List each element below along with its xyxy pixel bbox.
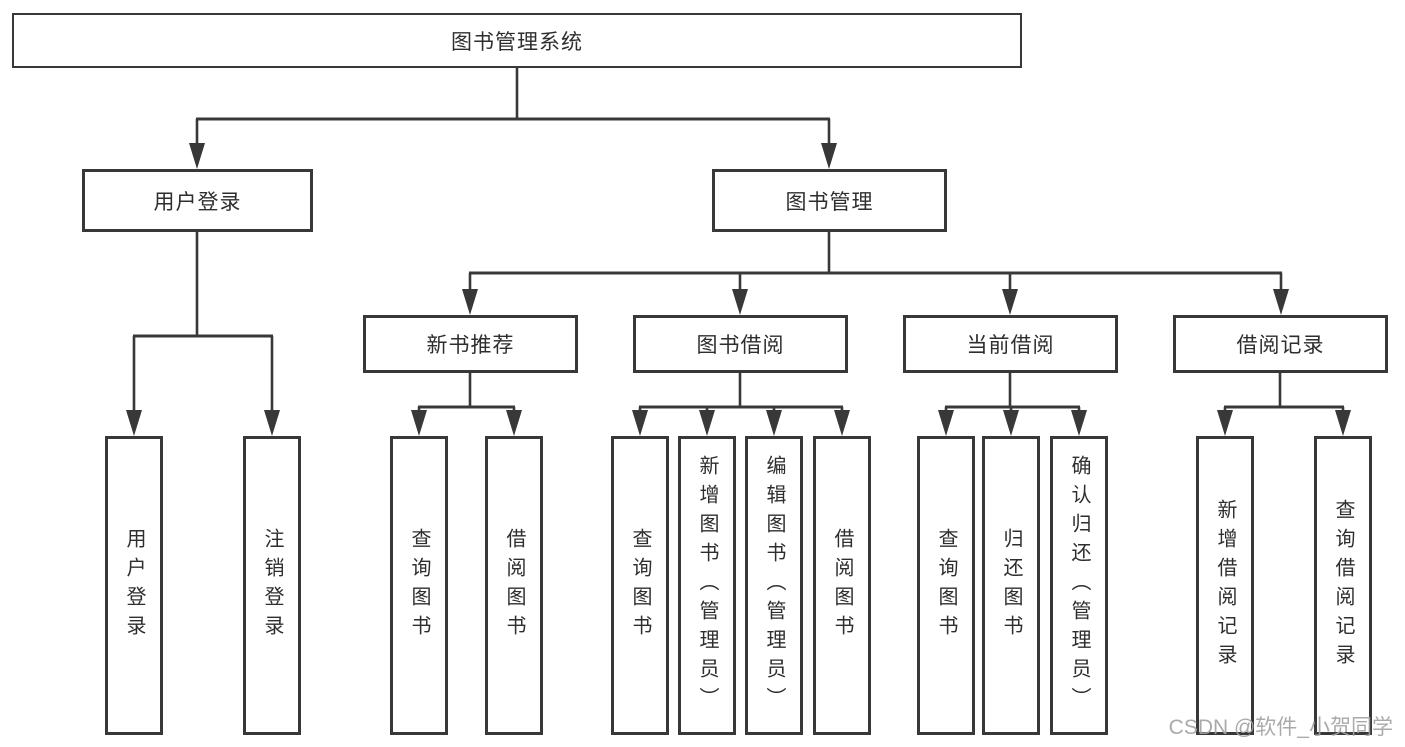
node-current-borrowing: 当前借阅 [903, 315, 1118, 373]
node-label: 借阅图书 [831, 527, 853, 644]
leaf-current-return-books: 归还图书 [982, 436, 1040, 735]
leaf-current-query-books: 查询图书 [917, 436, 975, 735]
node-label: 查询借阅记录 [1332, 498, 1354, 673]
leaf-borrow-add-books-admin: 新增图书（管理员） [678, 436, 736, 735]
node-label: 图书管理系统 [451, 30, 583, 54]
node-label: 新增图书（管理员） [696, 455, 718, 716]
leaf-recommend-query-books: 查询图书 [390, 436, 448, 735]
node-label: 用户登录 [153, 190, 242, 214]
node-new-book-recommend: 新书推荐 [363, 315, 578, 373]
node-label: 注销登录 [261, 527, 283, 644]
node-label: 图书借阅 [696, 334, 785, 357]
leaf-current-confirm-return-admin: 确认归还（管理员） [1050, 436, 1108, 735]
leaf-user-login: 用户登录 [105, 436, 163, 735]
node-label: 查询图书 [935, 527, 957, 644]
node-label: 查询图书 [408, 527, 430, 644]
leaf-borrow-edit-books-admin: 编辑图书（管理员） [745, 436, 803, 735]
node-label: 确认归还（管理员） [1068, 455, 1090, 716]
node-book-management: 图书管理 [712, 169, 947, 232]
node-label: 查询图书 [629, 527, 651, 644]
node-label: 新书推荐 [426, 334, 515, 357]
leaf-logout: 注销登录 [243, 436, 301, 735]
node-label: 当前借阅 [966, 334, 1055, 357]
node-label: 借阅图书 [503, 527, 525, 644]
node-label: 用户登录 [123, 527, 145, 644]
node-borrowing-records: 借阅记录 [1173, 315, 1388, 373]
node-book-borrowing: 图书借阅 [633, 315, 848, 373]
leaf-record-add-borrow-record: 新增借阅记录 [1196, 436, 1254, 735]
node-label: 归还图书 [1000, 527, 1022, 644]
leaf-record-query-borrow-record: 查询借阅记录 [1314, 436, 1372, 735]
leaf-recommend-borrow-books: 借阅图书 [485, 436, 543, 735]
node-label: 图书管理 [785, 190, 874, 214]
node-label: 编辑图书（管理员） [763, 455, 785, 716]
watermark-text: CSDN @软件_小贺同学 [1168, 716, 1393, 739]
leaf-borrow-query-books: 查询图书 [611, 436, 669, 735]
node-library-management-system: 图书管理系统 [12, 13, 1022, 68]
node-label: 借阅记录 [1236, 334, 1325, 357]
node-user-login: 用户登录 [82, 169, 313, 232]
node-label: 新增借阅记录 [1214, 498, 1236, 673]
leaf-borrow-borrow-books: 借阅图书 [813, 436, 871, 735]
